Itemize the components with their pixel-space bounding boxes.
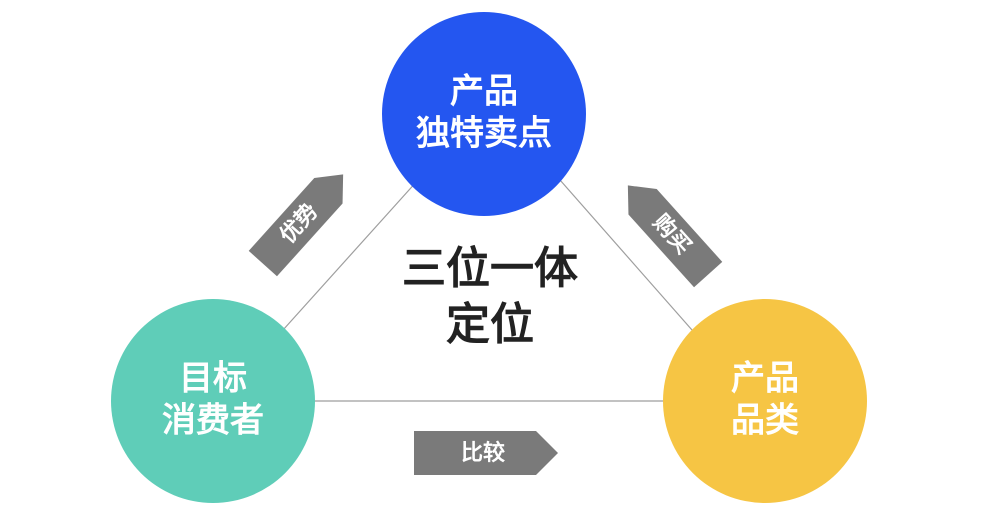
node-product-category-line1: 产品 — [731, 359, 799, 399]
edge-top-left — [282, 179, 419, 331]
node-product-usp-circle — [382, 12, 586, 216]
center-title-line1: 三位一体 — [402, 243, 578, 294]
node-product-usp-line1: 产品 — [450, 72, 518, 112]
node-target-consumer-line2: 消费者 — [162, 401, 264, 441]
arrow-advantage: 优势 — [248, 174, 344, 277]
arrow-advantage-shape — [248, 174, 344, 277]
arrow-compare-label: 比较 — [461, 440, 505, 466]
arrow-compare-shape — [414, 431, 558, 475]
node-product-usp: 产品 独特卖点 — [382, 12, 586, 216]
arrow-compare: 比较 — [414, 431, 558, 475]
node-target-consumer-line1: 目标 — [179, 359, 247, 399]
node-product-category: 产品 品类 — [663, 299, 867, 503]
edge-top-right — [559, 179, 693, 331]
node-product-usp-line2: 独特卖点 — [416, 114, 552, 154]
node-target-consumer: 目标 消费者 — [111, 299, 315, 503]
center-title-line2: 定位 — [446, 299, 534, 350]
node-product-category-line2: 品类 — [731, 401, 799, 441]
node-product-category-circle — [663, 299, 867, 503]
arrow-purchase-shape — [627, 185, 723, 288]
arrow-purchase: 购买 — [627, 185, 723, 288]
node-target-consumer-circle — [111, 299, 315, 503]
